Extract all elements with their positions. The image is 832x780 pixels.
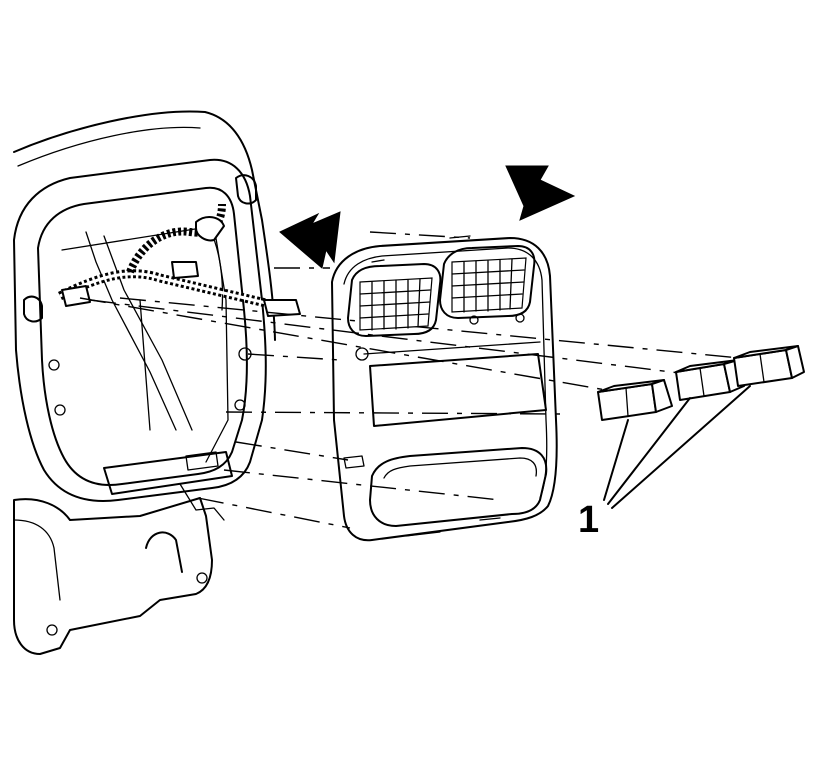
left-air-vent-grille: [359, 277, 433, 331]
instrument-panel-carrier: [13, 110, 276, 655]
arrow-right: [505, 165, 576, 221]
arrow-left: [279, 211, 341, 269]
center-trim-bezel: [331, 235, 558, 542]
switch-plate-2: [675, 359, 745, 401]
right-air-vent-grille: [451, 257, 527, 313]
alignment-lines: [79, 231, 761, 529]
callout-leader-lines: [603, 385, 751, 509]
switch-plate-1: [597, 379, 673, 421]
switch-blank-plates: [597, 345, 805, 421]
callout-number-1: 1: [578, 499, 600, 541]
wiring-harness: [57, 203, 301, 317]
switch-plate-3: [733, 345, 805, 387]
direction-arrows: [279, 165, 576, 269]
